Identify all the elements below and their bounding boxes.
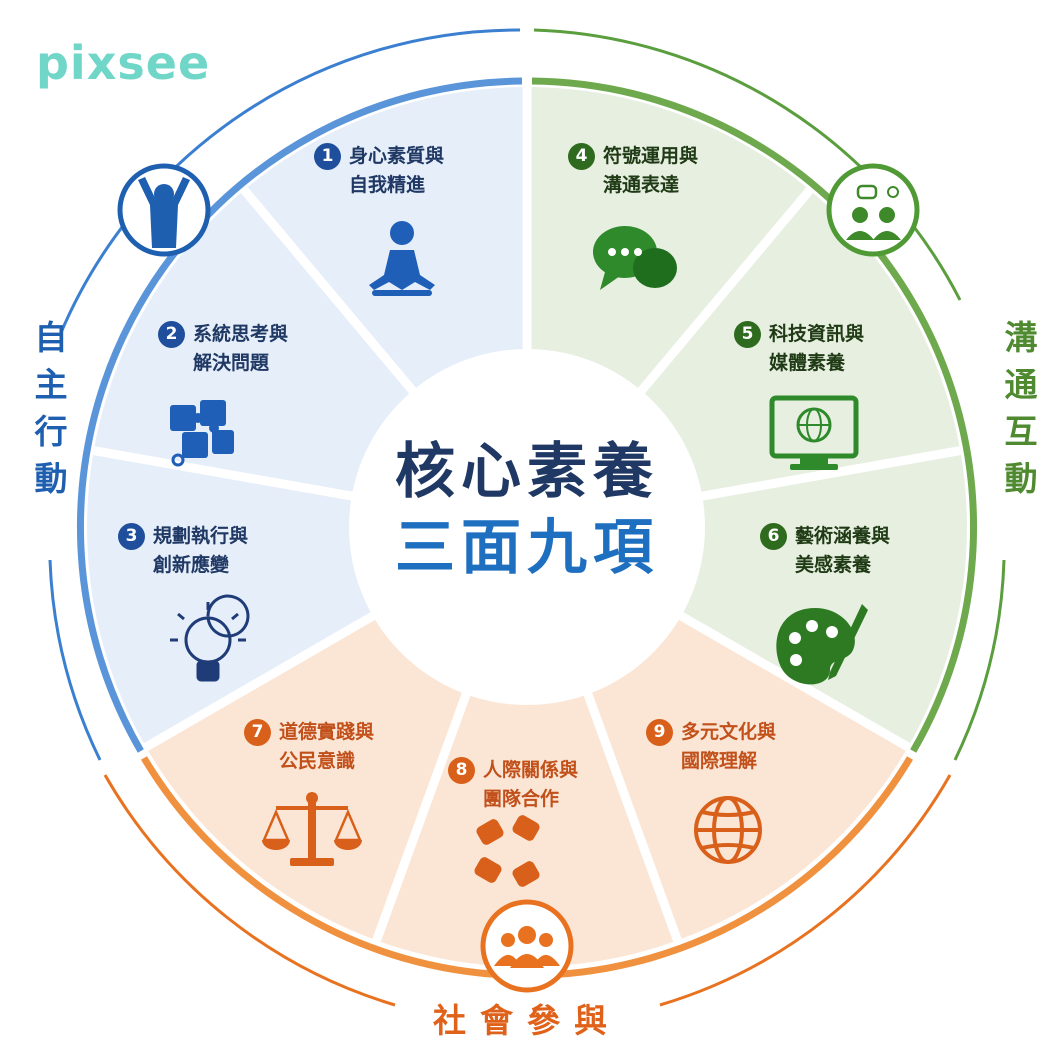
logo-text: pixsee xyxy=(36,36,211,90)
globe-icon xyxy=(694,796,762,864)
item-line-2: 創新應變 xyxy=(153,554,230,576)
item-6-label: 6 藝術涵養與 美感素養 xyxy=(760,522,890,580)
outer-arc-blue-2 xyxy=(48,559,102,761)
item-line-1: 藝術涵養與 xyxy=(795,525,891,547)
item-line-2: 美感素養 xyxy=(795,554,872,576)
item-number: 8 xyxy=(448,757,475,784)
item-line-1: 科技資訊與 xyxy=(769,323,865,345)
meditation-icon xyxy=(369,221,435,296)
item-3-label: 3 規劃執行與 創新應變 xyxy=(118,522,248,580)
item-number: 1 xyxy=(314,143,341,170)
lightbulb-icon xyxy=(170,594,250,682)
item-line-1: 規劃執行與 xyxy=(153,525,249,547)
item-line-2: 自我精進 xyxy=(349,174,426,196)
item-8-label: 8 人際關係與 團隊合作 xyxy=(448,756,578,814)
item-7-label: 7 道德實踐與 公民意識 xyxy=(244,718,374,776)
item-line-1: 符號運用與 xyxy=(603,145,699,167)
item-number: 3 xyxy=(118,523,145,550)
people-chat-icon xyxy=(826,163,920,257)
item-number: 5 xyxy=(734,321,761,348)
center-circle xyxy=(349,349,705,705)
center-title: 核心素養 三面九項 xyxy=(382,436,672,588)
item-5-label: 5 科技資訊與 媒體素養 xyxy=(734,320,864,378)
item-line-2: 團隊合作 xyxy=(483,788,560,810)
item-number: 7 xyxy=(244,719,271,746)
item-line-2: 公民意識 xyxy=(279,750,356,772)
item-number: 9 xyxy=(646,719,673,746)
item-line-1: 人際關係與 xyxy=(483,759,579,781)
rim-green xyxy=(531,77,977,753)
item-line-1: 道德實踐與 xyxy=(279,721,375,743)
item-line-2: 媒體素養 xyxy=(769,352,846,374)
category-label-communication: 溝通互動 xyxy=(990,320,1038,525)
person-arms-up-icon xyxy=(117,163,211,257)
monitor-globe-icon xyxy=(769,395,859,470)
title-line-1: 核心素養 xyxy=(395,437,659,507)
item-line-2: 國際理解 xyxy=(681,750,758,772)
outer-arc-green-2 xyxy=(953,559,1006,761)
group-people-icon xyxy=(480,899,574,993)
outer-arc-orange xyxy=(103,774,396,1007)
item-9-label: 9 多元文化與 國際理解 xyxy=(646,718,776,776)
item-number: 2 xyxy=(158,321,185,348)
palette-icon xyxy=(776,604,868,685)
sector-orange xyxy=(146,527,908,967)
item-line-1: 系統思考與 xyxy=(193,323,289,345)
category-label-autonomous: 自主行動 xyxy=(20,320,68,525)
item-line-1: 身心素質與 xyxy=(349,145,445,167)
outer-arc-green xyxy=(533,28,962,301)
chat-bubbles-icon xyxy=(593,226,677,290)
puzzle-icon xyxy=(170,400,234,467)
item-4-label: 4 符號運用與 溝通表達 xyxy=(568,142,698,200)
item-line-1: 多元文化與 xyxy=(681,721,777,743)
item-line-2: 溝通表達 xyxy=(603,174,680,196)
outer-arc-orange-2 xyxy=(659,774,952,1007)
outer-arc-blue xyxy=(58,28,521,336)
rim-blue xyxy=(77,77,523,753)
scales-icon xyxy=(262,792,362,866)
title-line-2: 三面九項 xyxy=(395,513,659,583)
category-text: 社會參與 xyxy=(433,1001,621,1040)
category-text: 自主行動 xyxy=(29,320,68,508)
category-label-social: 社會參與 xyxy=(424,994,630,1042)
category-text: 溝通互動 xyxy=(999,320,1038,508)
item-2-label: 2 系統思考與 解決問題 xyxy=(158,320,288,378)
item-1-label: 1 身心素質與 自我精進 xyxy=(314,142,444,200)
item-number: 6 xyxy=(760,523,787,550)
pixsee-logo: pixsee xyxy=(36,36,210,90)
hands-circle-icon xyxy=(474,815,540,887)
item-number: 4 xyxy=(568,143,595,170)
item-line-2: 解決問題 xyxy=(193,352,270,374)
